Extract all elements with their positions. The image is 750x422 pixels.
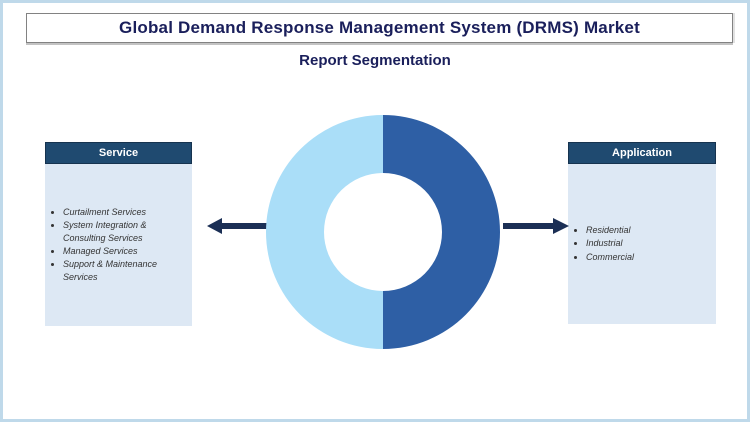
service-panel-header: Service bbox=[45, 142, 192, 164]
list-item: Managed Services bbox=[63, 245, 182, 258]
arrow-left-shaft bbox=[222, 223, 269, 229]
service-panel-body: Curtailment Services System Integration … bbox=[45, 164, 192, 326]
donut-slice-service bbox=[266, 115, 383, 349]
list-item: Residential bbox=[586, 224, 706, 237]
donut-chart bbox=[266, 115, 500, 349]
page-title: Global Demand Response Management System… bbox=[119, 18, 640, 37]
list-item: Curtailment Services bbox=[63, 206, 182, 219]
application-panel-header: Application bbox=[568, 142, 716, 164]
application-list: Residential Industrial Commercial bbox=[568, 224, 716, 263]
arrow-left-icon bbox=[207, 218, 269, 234]
arrow-right-shaft bbox=[503, 223, 553, 229]
page-subtitle: Report Segmentation bbox=[299, 52, 451, 69]
arrow-right-head bbox=[553, 218, 569, 234]
application-panel: Application Residential Industrial Comme… bbox=[568, 142, 716, 324]
application-panel-body: Residential Industrial Commercial bbox=[568, 164, 716, 324]
service-list: Curtailment Services System Integration … bbox=[45, 206, 192, 284]
donut-slice-application bbox=[383, 115, 500, 349]
title-box: Global Demand Response Management System… bbox=[26, 13, 733, 43]
list-item: Industrial bbox=[586, 237, 706, 250]
list-item: Support & Maintenance Services bbox=[63, 258, 182, 284]
service-panel: Service Curtailment Services System Inte… bbox=[45, 142, 192, 326]
list-item: Commercial bbox=[586, 251, 706, 264]
list-item: System Integration & Consulting Services bbox=[63, 219, 182, 245]
arrow-right-icon bbox=[503, 218, 569, 234]
arrow-left-head bbox=[207, 218, 222, 234]
